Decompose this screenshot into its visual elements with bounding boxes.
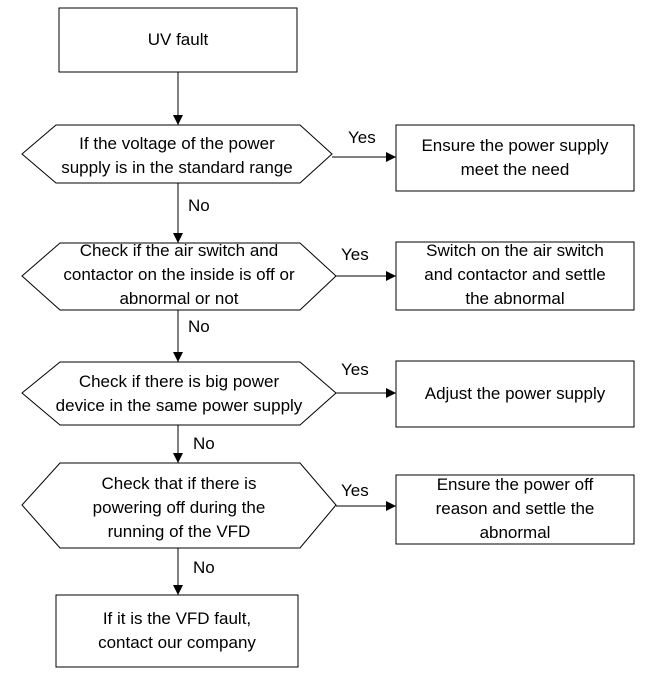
text-line: Switch on the air switch [426,241,604,260]
no-label-4: No [193,558,215,577]
action-4-text-lines: Ensure the power off reason and settle th… [436,473,595,545]
action-1-box [395,124,635,192]
action-4-box [395,474,635,545]
text-line: Ensure the power supply [421,136,609,155]
action-2-text-lines: Switch on the air switch and contactor an… [424,239,605,311]
decision-1-text: If the voltage of the power supply is in … [22,129,332,183]
text-line: contact our company [98,633,256,652]
text-line: the abnormal [465,289,565,308]
action-3-text-lines: Adjust the power supply [425,382,606,406]
action-2-text: Switch on the air switch and contactor an… [396,240,634,310]
no-label-3: No [193,434,215,453]
action-3-box [395,360,635,428]
decision-3-text: Check if there is big power device in the… [22,366,336,422]
text-line: Check if there is big power [78,372,280,391]
no-label-1: No [188,196,210,215]
yes-label-2: Yes [341,245,369,264]
decision-3-shape [21,361,337,426]
yes-label-1: Yes [348,128,376,147]
decision-3-text-lines: Check if there is big power device in the… [56,370,303,418]
action-2-box [395,241,635,311]
action-4-text: Ensure the power off reason and settle th… [396,473,634,545]
text-line: reason and settle the [435,499,595,518]
text-line: Check that if there is [101,474,257,493]
yes-label-3: Yes [341,360,369,379]
text-line: Adjust the power supply [424,384,606,403]
action-1-text-lines: Ensure the power supply meet the need [421,134,608,182]
text-line: Check if the air switch and [79,241,279,260]
decision-1-text-lines: If the voltage of the power supply is in … [61,132,293,180]
text-line: running of the VFD [107,522,251,541]
start-label-lines: UV fault [148,28,208,52]
decision-2-text: Check if the air switch and contactor on … [22,238,336,312]
text-line: UV fault [147,30,209,49]
text-line: meet the need [460,160,570,179]
start-box [58,7,298,73]
text-line: and contactor and settle [424,265,606,284]
end-text-lines: If it is the VFD fault, contact our compa… [98,607,256,655]
text-line: abnormal [479,523,551,542]
decision-4-text-lines: Check that if there is powering off durin… [93,472,266,544]
text-line: powering off during the [92,498,266,517]
text-line: If it is the VFD fault, [102,609,252,628]
text-line: supply is in the standard range [61,158,293,177]
text-line: If the voltage of the power [79,134,275,153]
decision-4-text: Check that if there is powering off durin… [22,471,336,545]
start-label: UV fault [59,8,297,72]
decision-2-shape [21,242,337,311]
end-text: If it is the VFD fault, contact our compa… [56,595,298,667]
end-box [55,594,299,668]
action-3-text: Adjust the power supply [396,361,634,427]
yes-label-4: Yes [341,481,369,500]
text-line: Ensure the power off [436,475,594,494]
decision-4-shape [21,462,337,549]
text-line: device in the same power supply [55,396,303,415]
no-label-2: No [188,317,210,336]
text-line: contactor on the inside is off or [63,265,295,284]
action-1-text: Ensure the power supply meet the need [396,125,634,191]
text-line: abnormal or not [119,289,239,308]
decision-2-text-lines: Check if the air switch and contactor on … [63,239,294,311]
decision-1-shape [21,124,333,184]
